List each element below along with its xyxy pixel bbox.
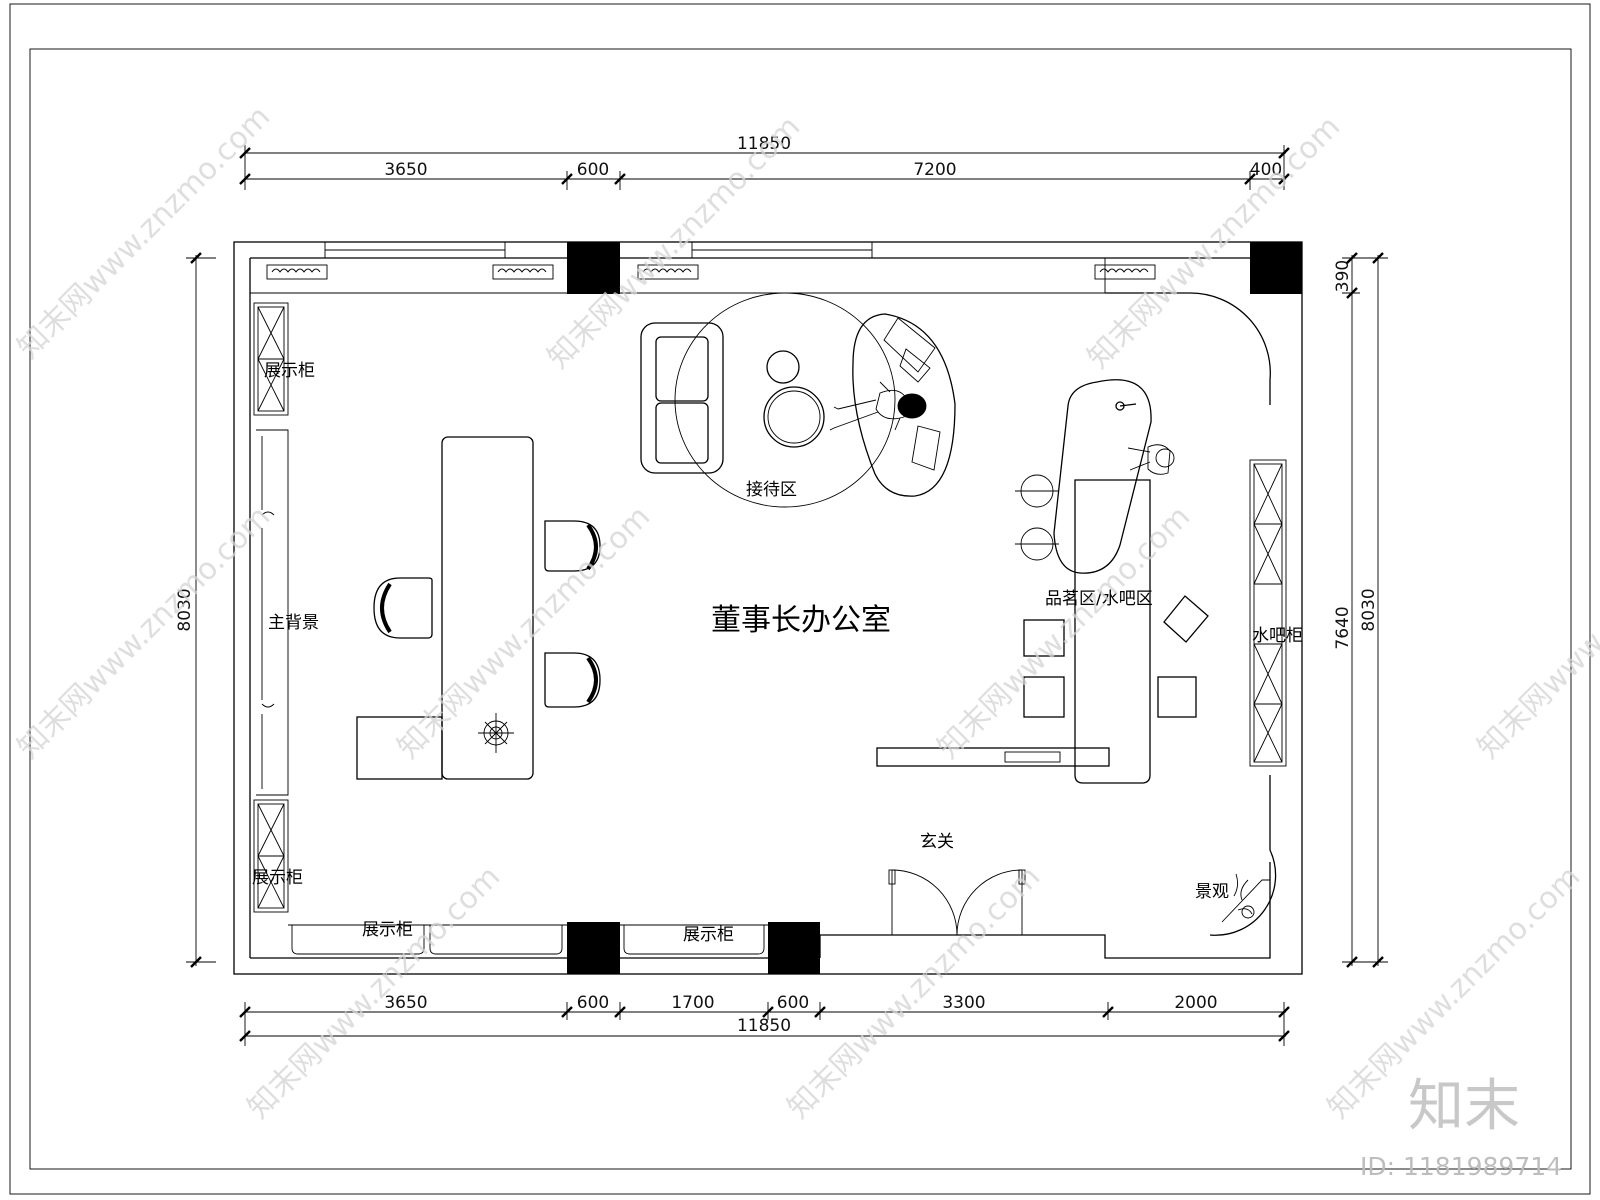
- display-cabinet-bottom-1: [288, 924, 567, 955]
- dim-top-total: 11850: [737, 134, 791, 154]
- display-cabinet-left-bottom: [253, 799, 289, 913]
- entrance-double-door: [888, 869, 1026, 936]
- top-dimension-lines: [239, 145, 1290, 190]
- reception-rug: [674, 292, 896, 508]
- display-cabinet-left-top: [253, 302, 289, 416]
- floor-lamp-icon: [478, 713, 514, 753]
- bar-counter-curved: [1053, 379, 1152, 574]
- coffee-table-round-icon: [763, 386, 825, 448]
- label-water-bar-cabinet: 水吧柜: [1252, 626, 1303, 646]
- dim-bottom-seg-4: 600: [777, 993, 809, 1013]
- curved-sofa-right: [852, 313, 956, 497]
- watermark-text: 知末网www.znzmo.com: [11, 99, 277, 365]
- structural-columns: [567, 242, 1302, 974]
- label-display-cabinet-bottom-2: 展示柜: [683, 925, 734, 945]
- right-dimension-lines: [1342, 252, 1388, 968]
- dim-top-seg-3: 7200: [913, 160, 956, 180]
- guest-chair-upper-icon: [544, 520, 601, 572]
- label-display-cabinet-left-top: 展示柜: [264, 361, 315, 381]
- label-landscape: 景观: [1195, 882, 1229, 902]
- dim-bottom-seg-2: 600: [577, 993, 609, 1013]
- top-windows: [324, 241, 873, 259]
- label-tea-bar: 品茗区/水吧区: [1045, 589, 1153, 609]
- watermark-text: 知末网www.znzmo.com: [931, 499, 1197, 765]
- room-title: 董事长办公室: [711, 603, 891, 638]
- label-entrance: 玄关: [920, 832, 954, 852]
- dim-bottom-seg-1: 3650: [384, 993, 427, 1013]
- dim-bottom-seg-6: 2000: [1174, 993, 1217, 1013]
- watermark-text: 知末网www.znzmo.com: [1471, 499, 1600, 765]
- dim-bottom-seg-5: 3300: [942, 993, 985, 1013]
- watermark-text: 知末网www.znzmo.com: [11, 499, 277, 765]
- dim-right-390: 390: [1333, 260, 1353, 292]
- guest-chair-lower-icon: [544, 652, 601, 708]
- wall-radiators: [249, 258, 1156, 294]
- image-id-label: ID: 1181989714: [1360, 1152, 1562, 1181]
- executive-desk: [356, 436, 534, 780]
- desk-chair-icon: [373, 577, 433, 639]
- label-display-cabinet-bottom-1: 展示柜: [362, 920, 413, 940]
- main-backdrop-wall: [256, 429, 289, 796]
- watermark-text: 知末网www.znzmo.com: [781, 859, 1047, 1125]
- watermark-text: 知末网www.znzmo.com: [241, 859, 507, 1125]
- side-table-small-icon: [766, 350, 800, 384]
- inner-frame: [29, 48, 1572, 1170]
- dim-left-total: 8030: [175, 588, 195, 631]
- sofa-left: [640, 322, 724, 474]
- brand-logo: 知末: [1408, 1074, 1520, 1139]
- label-main-backdrop: 主背景: [268, 613, 319, 633]
- person-seated-reception-icon: [829, 381, 927, 431]
- label-display-cabinet-left-bottom: 展示柜: [252, 868, 303, 888]
- bar-stool-upper-icon: [1015, 474, 1059, 508]
- dim-top-seg-2: 600: [577, 160, 609, 180]
- dim-right-total: 8030: [1359, 588, 1379, 631]
- dim-bottom-seg-3: 1700: [671, 993, 714, 1013]
- label-reception: 接待区: [746, 480, 797, 500]
- dim-top-seg-4: 400: [1250, 160, 1282, 180]
- dim-right-7640: 7640: [1333, 606, 1353, 649]
- water-bar-cabinet: [1249, 459, 1287, 767]
- dim-bottom-total: 11850: [737, 1016, 791, 1036]
- half-height-partition: [876, 747, 1110, 767]
- tea-chairs: [1023, 595, 1209, 718]
- landscape-planter: [1221, 873, 1271, 935]
- bar-stool-lower-icon: [1015, 527, 1059, 561]
- display-cabinet-bottom-2: [620, 924, 768, 955]
- outer-frame: [9, 3, 1591, 1195]
- watermark-text: 知末网www.znzmo.com: [391, 499, 657, 765]
- dim-top-seg-1: 3650: [384, 160, 427, 180]
- person-standing-bar-icon: [1127, 444, 1175, 475]
- left-dimension-lines: [186, 252, 216, 968]
- bottom-dimension-lines: [239, 1002, 1290, 1046]
- tea-table: [1074, 479, 1151, 784]
